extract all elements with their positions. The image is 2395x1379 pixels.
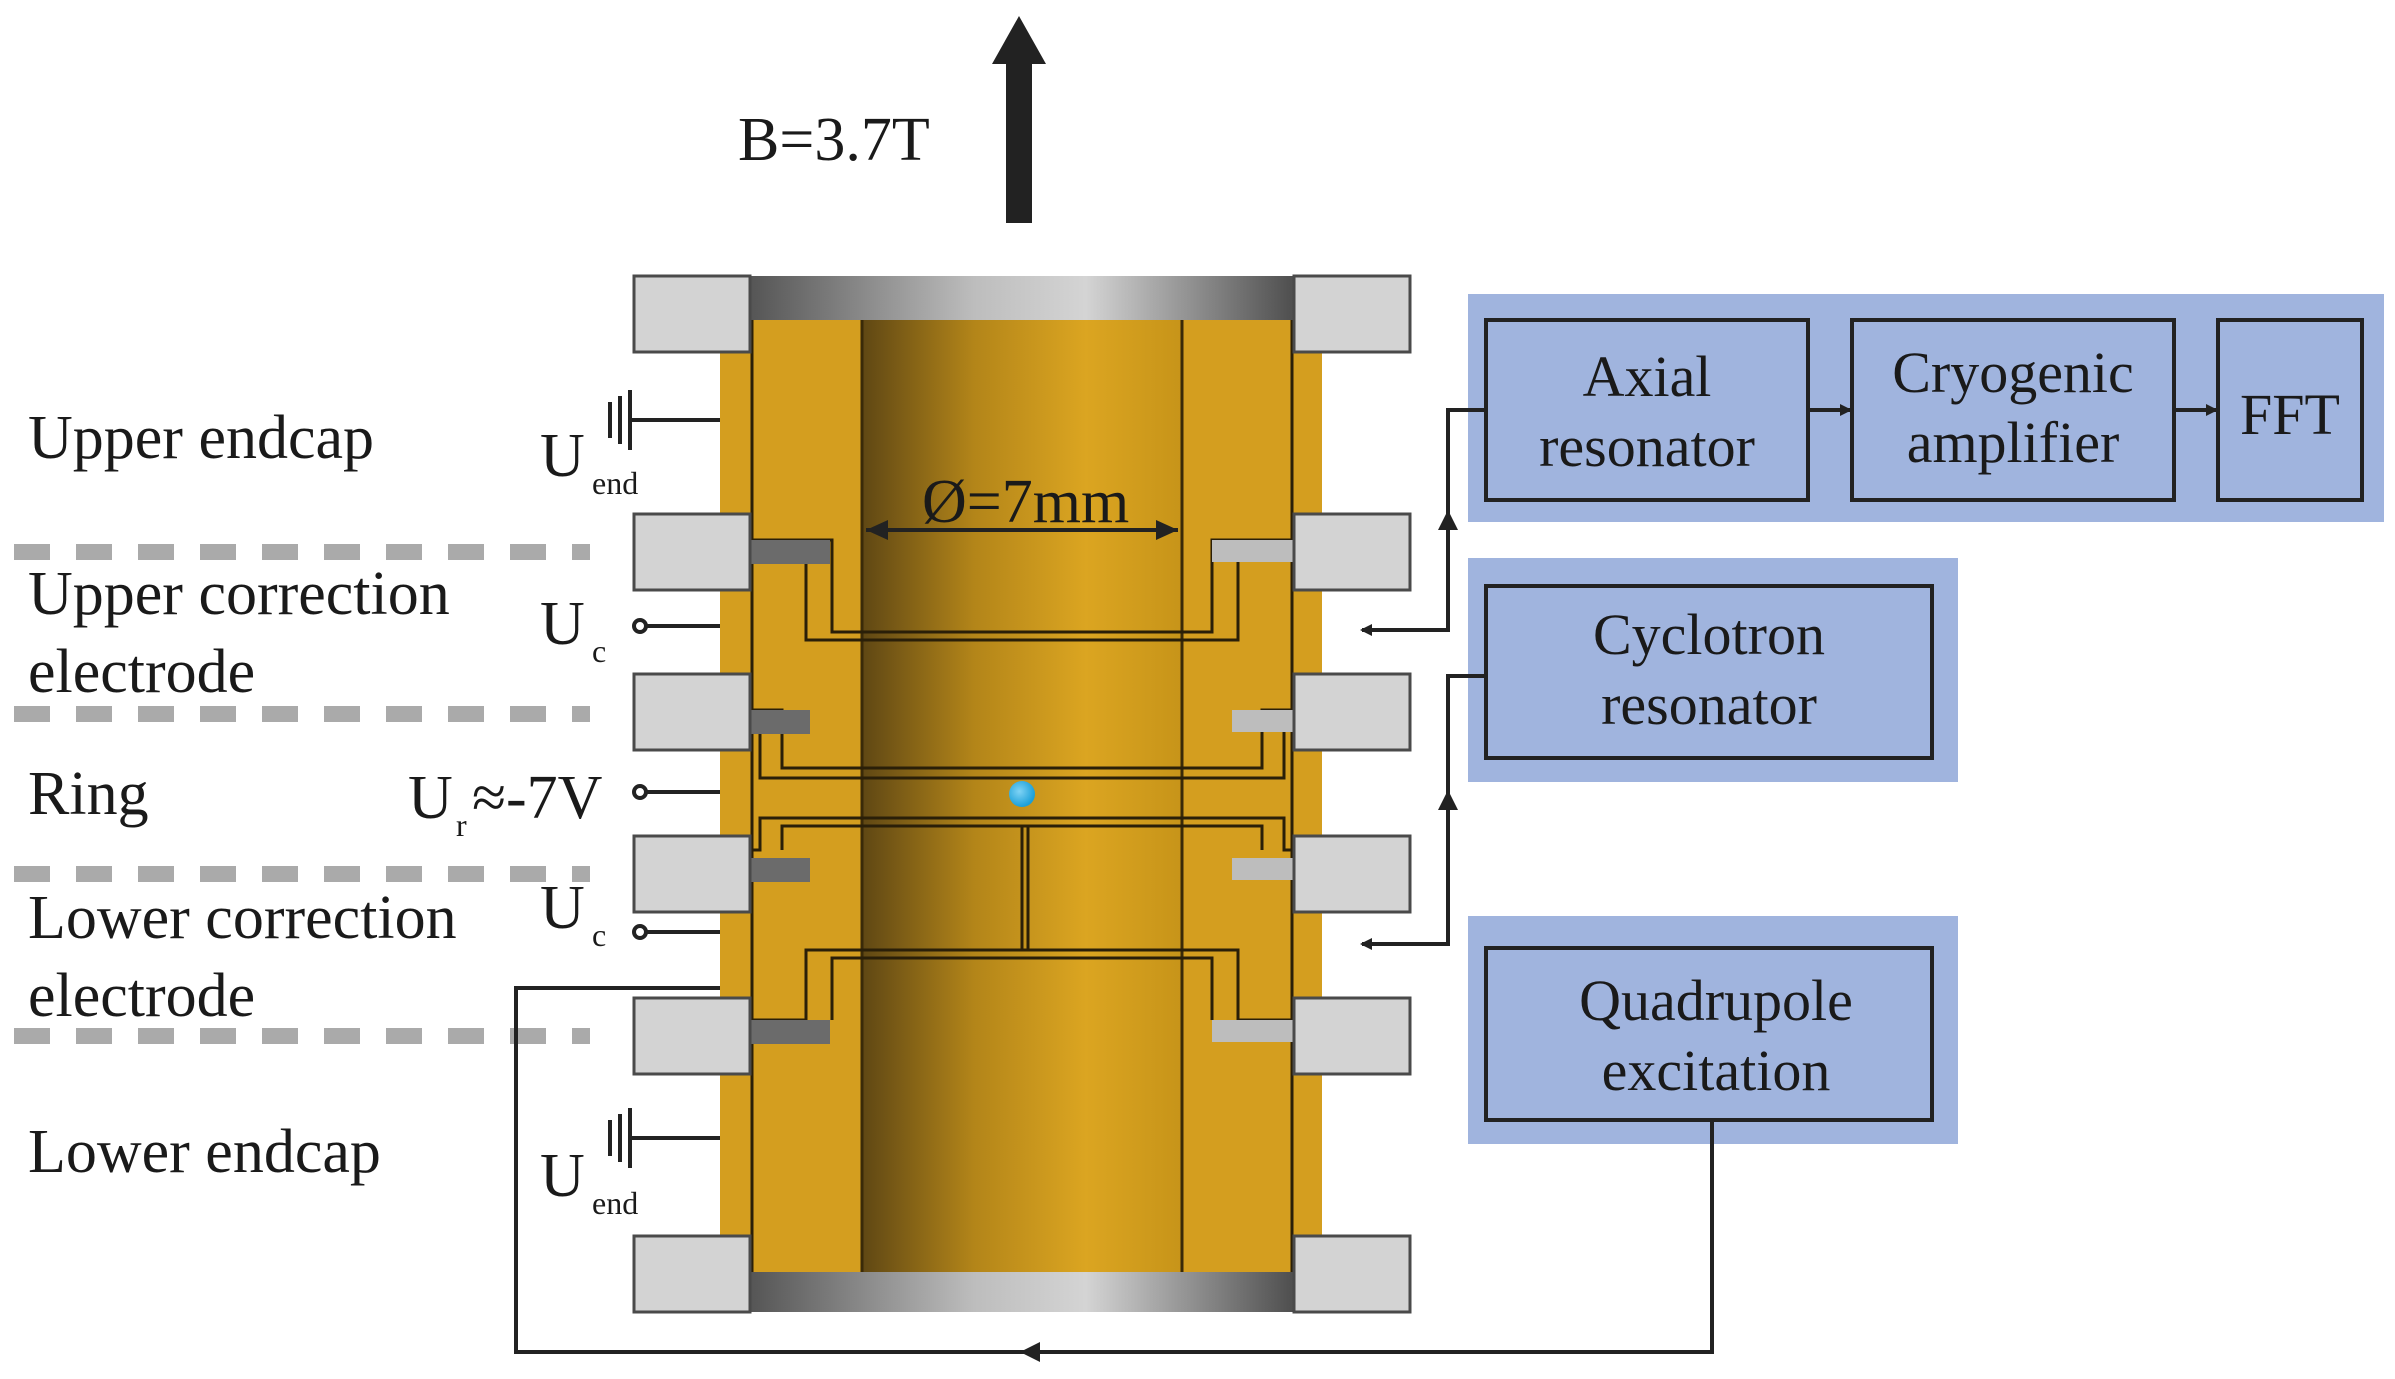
u-end-upper-sub: end — [592, 465, 638, 501]
electrode-separators — [14, 544, 590, 1044]
quad-line2: excitation — [1602, 1038, 1831, 1103]
u-end-upper: U — [540, 422, 585, 490]
lower-correction-label: Lower correction — [28, 884, 457, 952]
upper-endcap-label: Upper endcap — [28, 404, 374, 472]
signal-wiring — [514, 404, 2218, 1362]
diameter-label: Ø=7mm — [922, 468, 1129, 536]
cyclotron-line2: resonator — [1601, 672, 1817, 737]
upper-correction-label-2: electrode — [28, 638, 255, 706]
quadrupole-excitation-box — [1484, 946, 1934, 1122]
quad-line1: Quadrupole — [1579, 968, 1853, 1033]
u-c-lower-sub: c — [592, 917, 606, 953]
axial-line1: Axial — [1583, 344, 1712, 409]
ring-label: Ring — [28, 760, 149, 828]
ceramic-spacers — [632, 274, 1412, 1314]
voltage-leads — [608, 390, 720, 1168]
u-r: U — [408, 764, 453, 832]
fft-label: FFT — [2240, 382, 2340, 447]
axial-line2: resonator — [1539, 414, 1755, 479]
field-label: B=3.7T — [738, 106, 930, 174]
u-c-upper-sub: c — [592, 633, 606, 669]
cyclotron-resonator-box — [1484, 584, 1934, 760]
u-c-upper: U — [540, 590, 585, 658]
cryo-line2: amplifier — [1907, 410, 2120, 475]
u-r-value: ≈-7V — [472, 764, 603, 832]
u-c-lower: U — [540, 874, 585, 942]
u-end-lower-sub: end — [592, 1185, 638, 1221]
u-r-sub: r — [456, 807, 467, 843]
lower-correction-label-2: electrode — [28, 962, 255, 1030]
top-cap — [750, 276, 1310, 326]
cryo-line1: Cryogenic — [1892, 340, 2134, 405]
cyclotron-line1: Cyclotron — [1593, 602, 1825, 667]
diameter-dimension — [866, 520, 1178, 540]
magnetic-field-arrow — [992, 16, 1046, 223]
lower-endcap-label: Lower endcap — [28, 1118, 381, 1186]
detection-panels — [1468, 294, 2384, 1144]
insulator-gaps — [750, 540, 1302, 1044]
upper-correction-label: Upper correction — [28, 560, 450, 628]
block-boxes — [1484, 318, 2364, 1122]
ion-particle — [1009, 781, 1035, 807]
u-end-lower: U — [540, 1142, 585, 1210]
fft-box — [2216, 318, 2364, 502]
